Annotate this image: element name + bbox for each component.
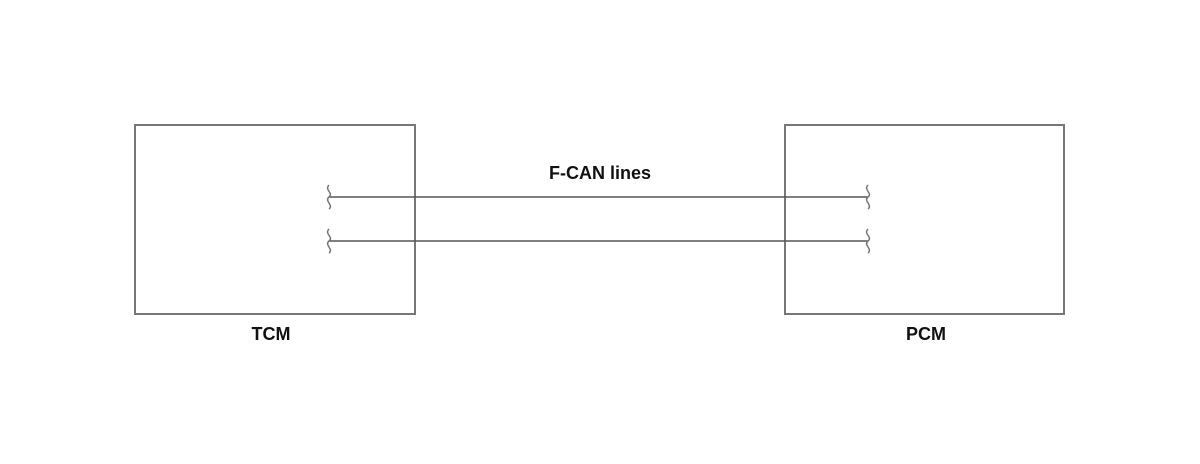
f-can-lines-label: F-CAN lines xyxy=(548,163,652,183)
pcm-line-1-break-mark xyxy=(865,184,871,210)
pcm-line-2-break-mark xyxy=(865,228,871,254)
tcm-module-box xyxy=(134,124,416,315)
tcm-module-label: TCM xyxy=(251,324,291,344)
tcm-line-2-break-mark xyxy=(326,228,332,254)
tcm-line-1-break-mark xyxy=(326,184,332,210)
pcm-module-label: PCM xyxy=(906,324,946,344)
pcm-module-box xyxy=(784,124,1065,315)
